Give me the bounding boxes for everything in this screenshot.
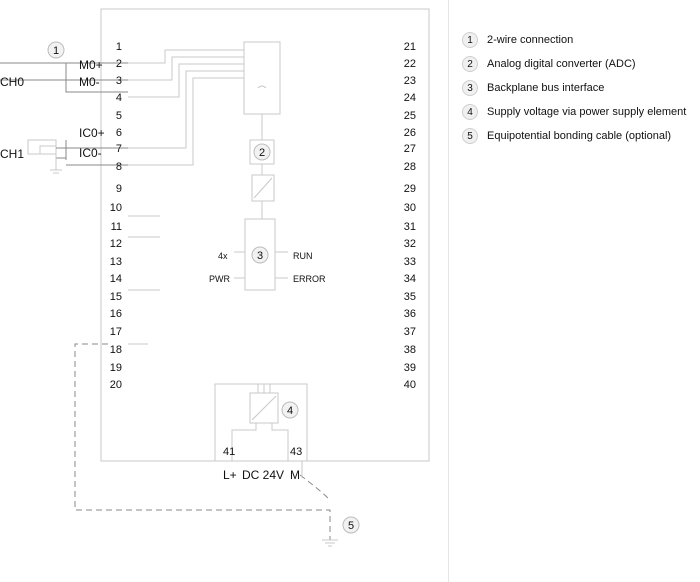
right-pin: 28 [404, 161, 416, 173]
callout-5: 5 [342, 516, 360, 534]
callout-3: 3 [251, 246, 269, 264]
right-terminal-column: 21 22 23 24 25 26 27 28 29 30 31 32 33 3… [404, 41, 416, 391]
right-pin: 24 [404, 92, 416, 104]
right-pin: 37 [404, 326, 416, 338]
left-pin: 17 [110, 326, 122, 338]
left-pin: 13 [110, 256, 122, 268]
right-pin: 39 [404, 362, 416, 374]
left-pin: 4 [116, 92, 122, 104]
power-pin-41: 41 [223, 446, 235, 458]
channel-block [243, 41, 281, 115]
legend-text: Analog digital converter (ADC) [487, 58, 636, 70]
right-pin: 33 [404, 256, 416, 268]
left-pin: 9 [116, 183, 122, 195]
left-pin: 18 [110, 344, 122, 356]
left-pin: 8 [116, 161, 122, 173]
legend-item: 4 Supply voltage via power supply elemen… [462, 104, 700, 120]
left-pin: 7 [116, 143, 122, 155]
left-pin: 15 [110, 291, 122, 303]
power-label-m: M [290, 468, 300, 482]
power-label-dc: DC 24V [242, 468, 284, 482]
power-block-frame [214, 383, 308, 462]
legend-item: 5 Equipotential bonding cable (optional) [462, 128, 700, 144]
panel-divider [448, 0, 449, 582]
left-pin: 10 [110, 202, 122, 214]
svg-text:3: 3 [257, 250, 263, 262]
signal-label-m0-plus: M0+ [79, 58, 103, 72]
svg-text:2: 2 [259, 147, 265, 159]
left-pin: 19 [110, 362, 122, 374]
legend: 1 2-wire connection 2 Analog digital con… [462, 32, 700, 152]
left-pin: 2 [116, 58, 122, 70]
left-pin: 6 [116, 127, 122, 139]
led-pwr-label: PWR [209, 274, 230, 284]
left-pin: 12 [110, 238, 122, 250]
channel-label-ch1: CH1 [0, 147, 24, 161]
legend-item: 2 Analog digital converter (ADC) [462, 56, 700, 72]
right-pin: 21 [404, 41, 416, 53]
wiring-diagram: 1 2 3 4 5 6 7 8 9 10 11 12 13 14 15 16 1… [0, 8, 430, 547]
right-pin: 26 [404, 127, 416, 139]
legend-text: Equipotential bonding cable (optional) [487, 130, 672, 142]
right-pin: 34 [404, 273, 416, 285]
left-pin: 3 [116, 75, 122, 87]
svg-text:1: 1 [53, 45, 59, 57]
legend-text: 2-wire connection [487, 34, 574, 46]
right-pin: 38 [404, 344, 416, 356]
callout-4: 4 [281, 401, 299, 419]
right-pin: 27 [404, 143, 416, 155]
legend-item: 1 2-wire connection [462, 32, 700, 48]
right-pin: 30 [404, 202, 416, 214]
legend-item: 3 Backplane bus interface [462, 80, 700, 96]
svg-text:5: 5 [348, 520, 354, 532]
left-terminal-column: 1 2 3 4 5 6 7 8 9 10 11 12 13 14 15 16 1… [110, 41, 122, 391]
legend-text: Backplane bus interface [487, 82, 605, 94]
signal-label-ic0-plus: IC0+ [79, 126, 105, 140]
power-pin-43: 43 [290, 446, 302, 458]
legend-number: 4 [462, 104, 478, 120]
legend-text: Supply voltage via power supply element [487, 106, 687, 118]
dac-block [251, 174, 275, 202]
right-pin: 32 [404, 238, 416, 250]
right-pin: 22 [404, 58, 416, 70]
power-label-lplus: L+ [223, 468, 237, 482]
signal-label-ic0-minus: IC0- [79, 146, 102, 160]
right-pin: 35 [404, 291, 416, 303]
right-pin: 25 [404, 110, 416, 122]
signal-label-m0-minus: M0- [79, 75, 100, 89]
backplane-block [244, 218, 276, 291]
right-pin: 36 [404, 308, 416, 320]
legend-number: 5 [462, 128, 478, 144]
svg-text:4: 4 [287, 405, 293, 417]
right-pin: 29 [404, 183, 416, 195]
left-pin: 5 [116, 110, 122, 122]
callout-2: 2 [253, 143, 271, 161]
led-error-label: ERROR [293, 274, 326, 284]
led-count-label: 4x [218, 251, 228, 261]
legend-number: 1 [462, 32, 478, 48]
right-pin: 31 [404, 221, 416, 233]
callout-1: 1 [47, 41, 65, 59]
right-pin: 23 [404, 75, 416, 87]
led-run-label: RUN [293, 251, 313, 261]
left-pin: 14 [110, 273, 122, 285]
left-pin: 16 [110, 308, 122, 320]
right-pin: 40 [404, 379, 416, 391]
left-pin: 11 [111, 221, 122, 233]
legend-number: 3 [462, 80, 478, 96]
left-pin: 1 [116, 41, 122, 53]
legend-number: 2 [462, 56, 478, 72]
channel-label-ch0: CH0 [0, 75, 24, 89]
left-pin: 20 [110, 379, 122, 391]
